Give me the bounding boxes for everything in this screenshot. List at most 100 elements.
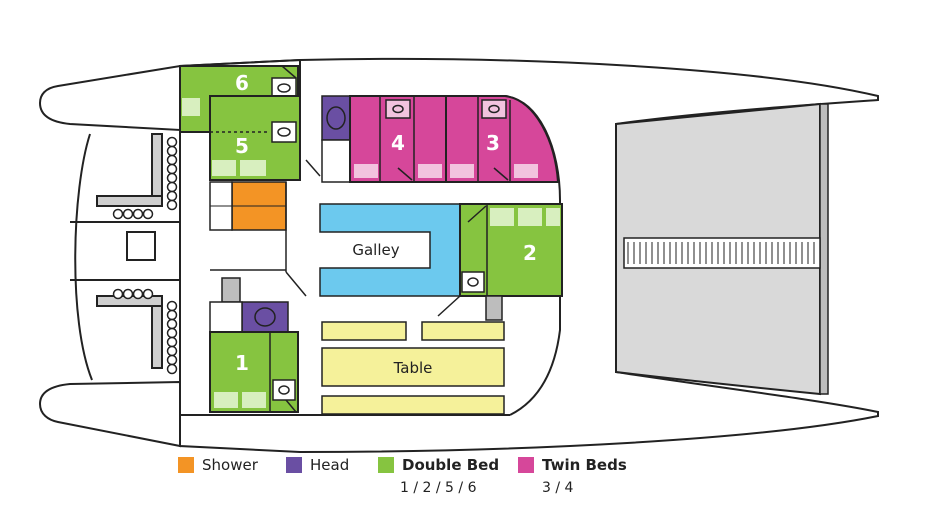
head-lower-toilet-icon <box>254 307 276 327</box>
cabin-1-pillow-a <box>214 392 238 408</box>
drum-lower-horizontal <box>112 288 124 300</box>
stern-curve <box>74 133 93 381</box>
cabin-5-head-box <box>271 121 297 143</box>
head-swatch <box>286 457 302 473</box>
legend-shower-label: Shower <box>202 456 258 474</box>
cabin-3-pillow-b <box>514 164 538 178</box>
drum-lower-horizontal <box>132 288 144 300</box>
cabin-5-sink-icon <box>277 127 291 137</box>
cabin-1-sink-icon <box>278 385 290 395</box>
legend-double-bed: Double Bed <box>378 456 499 474</box>
drum-lower-vertical <box>166 327 178 339</box>
cabin-5-pillow-a <box>212 160 236 176</box>
cabin-4: 4 <box>349 95 447 183</box>
drum-upper-vertical <box>166 172 178 184</box>
drum-upper-vertical <box>166 136 178 148</box>
drum-upper-vertical <box>166 145 178 157</box>
cabin-6-sink-icon <box>277 83 291 93</box>
stern-area <box>74 130 181 382</box>
double-bed-swatch <box>378 457 394 473</box>
bow-rail <box>819 103 829 395</box>
port-hull-upper <box>38 64 181 132</box>
cabin-5-number: 5 <box>235 134 249 158</box>
drum-upper-vertical <box>166 181 178 193</box>
cabin-2-sink-icon <box>467 277 479 287</box>
galley-label: Galley <box>352 241 399 259</box>
trampoline <box>615 102 829 396</box>
legend-twin-beds-cabins: 3 / 4 <box>542 480 574 496</box>
head-upper-toilet-icon <box>326 106 346 130</box>
engine-bay-lower <box>151 305 163 369</box>
head-lower-vanity <box>209 301 243 333</box>
drum-lower-vertical <box>166 336 178 348</box>
twin-beds-swatch <box>518 457 534 473</box>
machinery <box>70 133 180 369</box>
galley: Galley <box>319 203 461 297</box>
cabin-4-pillow-a <box>354 164 378 178</box>
legend-shower: Shower <box>178 456 258 474</box>
cabin-3-pillow-a <box>450 164 474 178</box>
drum-upper-vertical <box>166 154 178 166</box>
cabin-1-pillow-b <box>242 392 266 408</box>
legend-double-bed-cabins: 1 / 2 / 5 / 6 <box>400 480 477 496</box>
drum-lower-vertical <box>166 318 178 330</box>
shower-swatch <box>178 457 194 473</box>
drum-lower-horizontal <box>122 288 134 300</box>
drum-upper-vertical <box>166 190 178 202</box>
step-box <box>221 277 241 303</box>
drum-lower-vertical <box>166 354 178 366</box>
cabin-4-sink-icon <box>392 104 404 114</box>
table-label: Table <box>393 359 433 377</box>
drum-lower-vertical <box>166 300 178 312</box>
legend-head: Head <box>286 456 349 474</box>
walkway-frame <box>623 237 821 269</box>
cabin-6-number: 6 <box>235 71 249 95</box>
drum-upper-vertical <box>166 163 178 175</box>
cabin-1-head-box <box>272 379 296 401</box>
drum-lower-vertical <box>166 363 178 375</box>
steering-box <box>126 231 156 261</box>
cabin-2: 2 <box>437 203 563 321</box>
engine-bay-upper <box>151 133 163 197</box>
settee-left <box>321 321 407 341</box>
cabin-2-pillow-b <box>518 208 542 226</box>
cabin-4-number: 4 <box>391 131 405 155</box>
passage-lines <box>210 159 321 297</box>
drum-lower-vertical <box>166 309 178 321</box>
head-upper <box>321 95 351 183</box>
drum-upper-horizontal <box>132 208 144 220</box>
engine-bay-upper-2 <box>96 195 163 207</box>
center-walkway <box>623 237 821 269</box>
cabin-3-room <box>445 95 560 183</box>
cabin-2-room <box>459 203 563 297</box>
cabin-1-number: 1 <box>235 351 249 375</box>
drum-lower-vertical <box>166 345 178 357</box>
cabin-2-pillow-c <box>546 208 560 226</box>
cabin-2-closet <box>485 295 503 321</box>
head-upper-room <box>321 95 351 141</box>
cabin-4-sink-box <box>385 99 411 119</box>
saloon-table <box>321 347 505 387</box>
legend-twin-beds: Twin Beds <box>518 456 627 474</box>
settee-aft <box>321 395 505 415</box>
cabin-3-number: 3 <box>486 131 500 155</box>
cabin-1: 1 <box>209 331 299 413</box>
cabin-3-sink-box <box>481 99 507 119</box>
head-lower <box>209 301 289 333</box>
legend-head-label: Head <box>310 456 350 474</box>
cabin-5: 5 <box>209 95 301 181</box>
cabin-5-pillow-b <box>240 160 266 176</box>
drum-upper-horizontal <box>142 208 154 220</box>
saloon: Table <box>321 321 505 415</box>
drum-upper-horizontal <box>122 208 134 220</box>
cabin-2-pillow-a <box>490 208 514 226</box>
winch-drums <box>112 136 178 375</box>
cabin-3: 3 <box>445 95 560 183</box>
drum-lower-horizontal <box>142 288 154 300</box>
settee-right <box>421 321 505 341</box>
legend-double-bed-label: Double Bed <box>402 456 500 474</box>
port-hull-lower <box>38 380 181 448</box>
cabin-3-sink-icon <box>488 104 500 114</box>
cabin-2-head-box <box>461 271 485 293</box>
drum-upper-vertical <box>166 199 178 211</box>
